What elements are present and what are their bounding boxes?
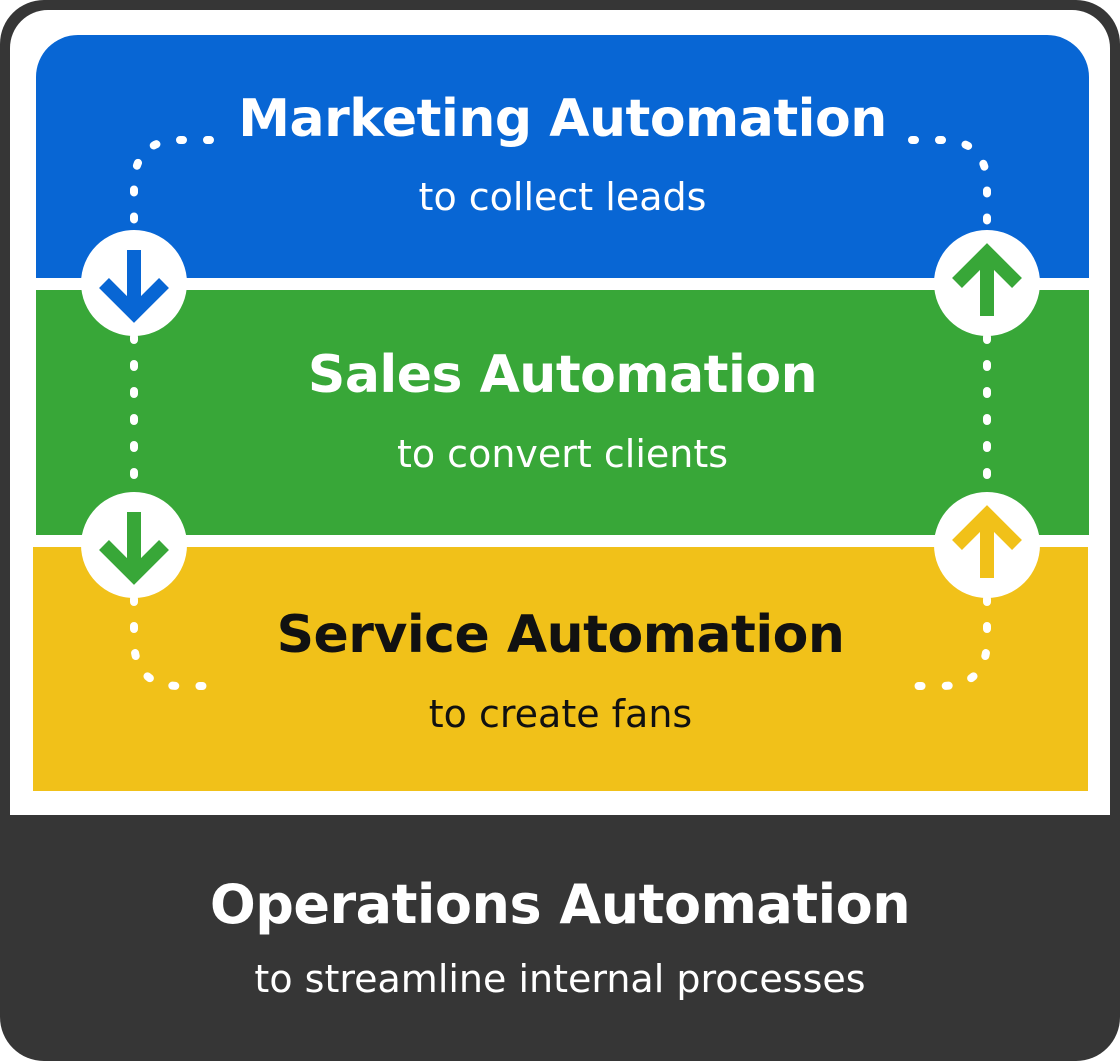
sales-title: Sales Automation bbox=[307, 345, 818, 405]
marketing-title: Marketing Automation bbox=[238, 89, 887, 149]
marketing-subtitle: to collect leads bbox=[418, 175, 707, 219]
service-title: Service Automation bbox=[276, 605, 845, 665]
sales-automation-layer: Sales Automation to convert clients bbox=[36, 290, 1089, 535]
service-subtitle: to create fans bbox=[428, 692, 693, 736]
marketing-automation-layer: Marketing Automation to collect leads bbox=[36, 35, 1089, 278]
operations-subtitle: to streamline internal processes bbox=[254, 957, 866, 1001]
operations-automation-layer: Operations Automation to streamline inte… bbox=[0, 815, 1120, 1061]
service-automation-layer: Service Automation to create fans bbox=[33, 547, 1088, 791]
sales-subtitle: to convert clients bbox=[396, 432, 729, 476]
operations-title: Operations Automation bbox=[209, 873, 911, 936]
